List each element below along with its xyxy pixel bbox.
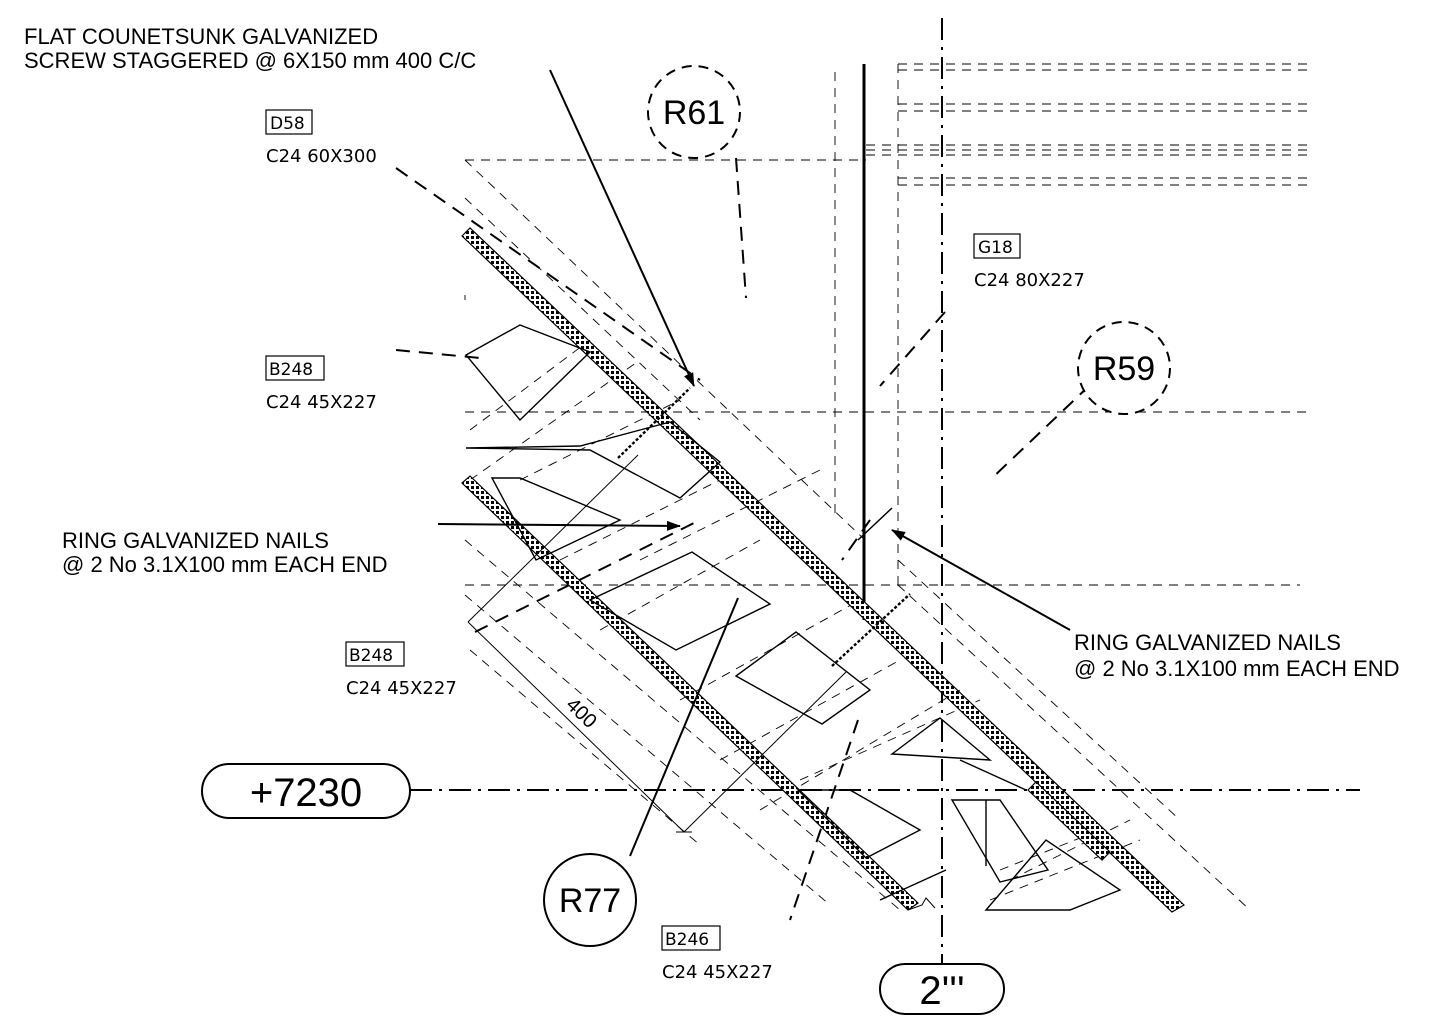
hidden-lines <box>464 63 1310 911</box>
nails-right-note-line2: @ 2 No 3.1X100 mm EACH END <box>1074 656 1400 681</box>
member-spec-text: C24 45X227 <box>346 678 457 699</box>
grid-label: 2''' <box>919 969 964 1013</box>
detail-bubble-dashed-icon <box>1077 321 1171 415</box>
bubble-label: R61 <box>663 94 725 132</box>
nails-right-leader-arrow <box>891 529 1071 631</box>
member-tag-b248-lower: B248 C24 45X227 <box>345 641 457 699</box>
grid-marker-icon <box>879 963 1005 1015</box>
member-tag-d58: D58 C24 60X300 <box>265 109 377 167</box>
detail-bubble-solid-icon <box>543 853 637 947</box>
member-tag-g18: G18 C24 80X227 <box>973 233 1085 291</box>
bubble-label: R77 <box>559 882 621 920</box>
nails-left-note-line1: RING GALVANIZED NAILS <box>62 528 329 553</box>
level-label: +7230 <box>250 771 362 815</box>
detail-bubble-r59[interactable]: R59 <box>1077 321 1171 415</box>
member-tag-b248-upper: B248 C24 45X227 <box>265 355 377 413</box>
grid-marker[interactable]: 2''' <box>879 963 1005 1015</box>
member-spec-text: C24 60X300 <box>266 146 377 167</box>
nails-right-note-line1: RING GALVANIZED NAILS <box>1074 630 1341 655</box>
rafter-sections <box>464 324 1122 911</box>
level-marker[interactable]: +7230 <box>201 763 411 819</box>
dimension-label: 400 <box>562 694 601 733</box>
bubble-label: R59 <box>1093 350 1155 388</box>
nails-left-leader-arrow <box>437 520 681 531</box>
member-tag-text: B248 <box>349 646 393 666</box>
member-tag-text: B248 <box>269 360 313 380</box>
screw-note-line1: FLAT COUNETSUNK GALVANIZED <box>24 24 378 49</box>
detail-bubble-r61[interactable]: R61 <box>647 65 741 159</box>
lower-roof-deck <box>461 475 936 911</box>
detail-bubble-r77[interactable]: R77 <box>543 853 637 947</box>
member-tag-b246: B246 C24 45X227 <box>661 925 773 983</box>
member-spec-text: C24 45X227 <box>266 392 377 413</box>
member-spec-text: C24 80X227 <box>974 270 1085 291</box>
nails-left-note-line2: @ 2 No 3.1X100 mm EACH END <box>62 552 388 577</box>
level-marker-icon <box>201 763 411 819</box>
member-tag-text: B246 <box>665 930 709 950</box>
fasteners <box>617 387 911 667</box>
screw-note-line2: SCREW STAGGERED @ 6X150 mm 400 C/C <box>24 48 476 73</box>
dimension-400: 400 <box>467 454 847 833</box>
member-tag-text: D58 <box>270 114 305 134</box>
r77-leader-line <box>629 597 739 857</box>
screw-leader-arrow <box>549 69 695 387</box>
detail-bubble-dashed-icon <box>647 65 741 159</box>
upper-roof-deck <box>461 227 1185 913</box>
eaves-block <box>1027 781 1111 861</box>
member-spec-text: C24 45X227 <box>662 962 773 983</box>
member-tag-text: G18 <box>978 238 1013 258</box>
